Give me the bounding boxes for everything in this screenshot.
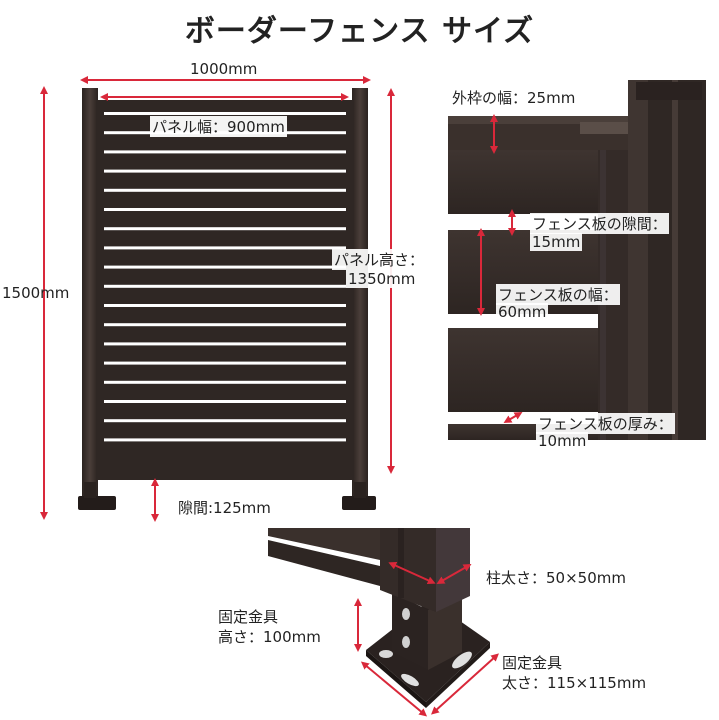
- right-post: [352, 88, 368, 498]
- slat-gap: [104, 284, 346, 288]
- slat-gap: [104, 112, 346, 115]
- post-thickness-arrow-left: [388, 561, 436, 585]
- slat-gap: [104, 342, 346, 346]
- post-size-label: 柱太さ：50×50mm: [486, 569, 626, 587]
- fence-slats: [104, 112, 346, 442]
- post-base-closeup: [268, 528, 490, 708]
- slat-gap: [104, 188, 346, 192]
- panel-frame: [96, 100, 354, 480]
- left-post-foot: [84, 482, 96, 498]
- bracket-size-arrow-right: [431, 653, 499, 715]
- slat-gap: [104, 208, 346, 211]
- overall-width-label: 1000mm: [190, 60, 258, 78]
- slat-gap: [104, 419, 346, 423]
- slat-gap: [104, 169, 346, 173]
- board-thickness-label-line2: 10mm: [536, 432, 589, 450]
- bracket-size-arrow-left: [360, 661, 428, 717]
- slat-gap: [104, 323, 346, 327]
- panel-height-label-line2: 1350mm: [346, 270, 418, 288]
- bracket-size-label-line2: 太さ：115×115mm: [502, 674, 647, 692]
- overall-height-label: 1500mm: [2, 284, 70, 302]
- slat-gap: [104, 361, 346, 365]
- slat-gap: [104, 246, 346, 250]
- page-title: ボーダーフェンス サイズ: [184, 14, 535, 49]
- board-width-label-line2: 60mm: [496, 303, 549, 321]
- slat-gap: [104, 380, 346, 384]
- frame-width-label: 外枠の幅：25mm: [452, 89, 576, 107]
- left-base-plate: [78, 496, 116, 510]
- slat-gap: [104, 438, 346, 442]
- board-width-label-line1: フェンス板の幅：: [496, 284, 620, 305]
- right-base-plate: [342, 496, 376, 510]
- slat-gap: [104, 227, 346, 231]
- post-thickness-arrow-right: [436, 564, 472, 584]
- detail-closeup: [448, 80, 706, 440]
- left-post: [82, 88, 98, 498]
- slat-gap: [104, 265, 346, 269]
- panel-height-label-line1: パネル高さ：: [332, 249, 427, 270]
- board-thickness-label-line1: フェンス板の厚み：: [536, 413, 675, 434]
- right-post-foot: [354, 482, 366, 498]
- bottom-gap-label: 隙間:125mm: [178, 499, 271, 517]
- panel-width-label: パネル幅：900mm: [150, 116, 287, 137]
- slat-gap: [104, 304, 346, 307]
- bracket-height-label-line1: 固定金具: [218, 608, 279, 626]
- slat-gap: [104, 400, 346, 403]
- board-gap-label-line1: フェンス板の隙間：: [530, 213, 669, 234]
- board-thickness-arrow: [503, 411, 523, 424]
- board-gap-label-line2: 15mm: [530, 233, 583, 251]
- slat-gap: [104, 150, 346, 154]
- bracket-size-label-line1: 固定金具: [502, 654, 563, 672]
- bracket-height-label-line2: 高さ：100mm: [218, 628, 321, 646]
